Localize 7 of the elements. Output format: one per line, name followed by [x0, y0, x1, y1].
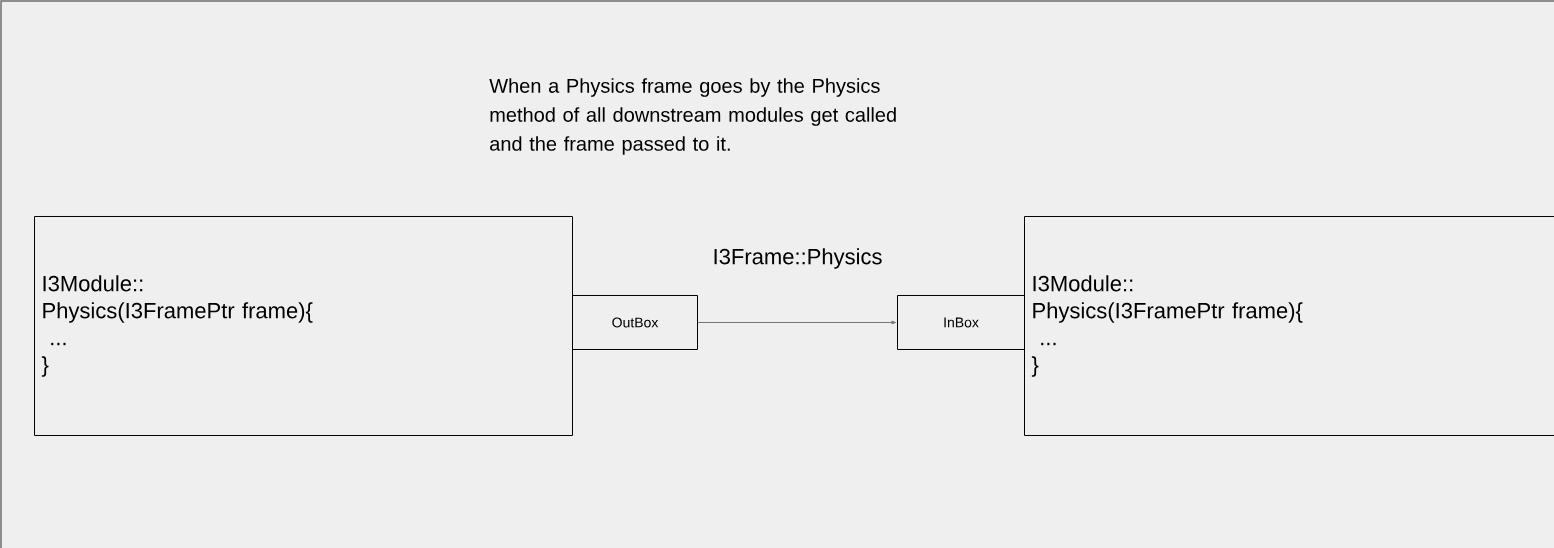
arrow	[697, 320, 896, 325]
description-text: When a Physics frame goes by the Physics method of all downstream modules get called and the frame passed to it.	[489, 78, 896, 155]
port-box: InBox	[897, 295, 1025, 350]
port-box: OutBox	[572, 295, 698, 350]
module-box: I3Module:: Physics(I3FramePtr frame){ ... }	[34, 216, 573, 436]
edge-label: I3Frame::Physics	[714, 248, 882, 269]
module-box: I3Module:: Physics(I3FramePtr frame){ ... }	[1024, 216, 1554, 436]
